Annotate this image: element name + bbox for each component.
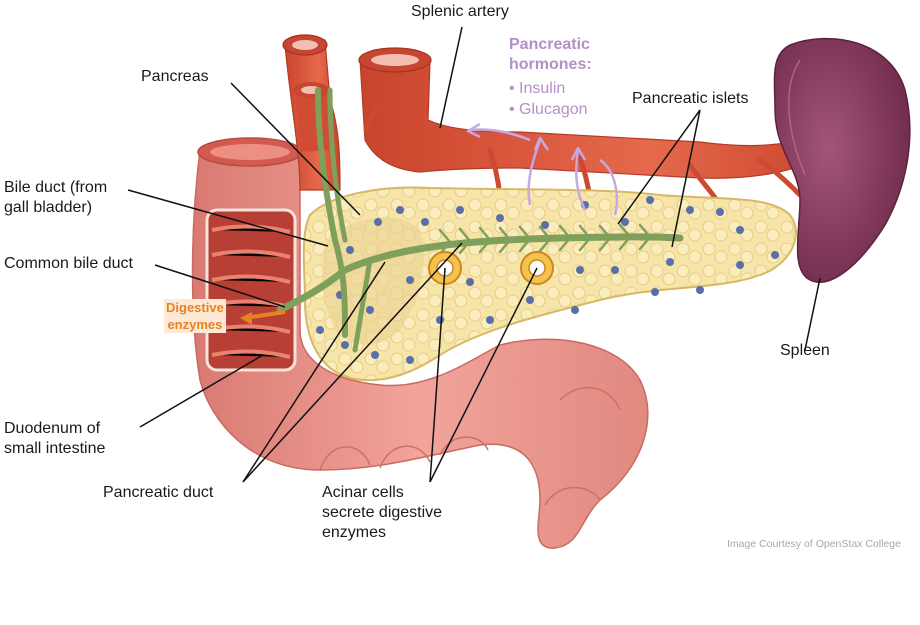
hormone-glucagon: • Glucagon [509, 101, 588, 118]
image-credit: Image Courtesy of OpenStax College [727, 538, 901, 550]
hormone-arrows [466, 122, 619, 216]
hormone-insulin: • Insulin [509, 80, 566, 97]
hormones-title: Pancreatic hormones: [509, 36, 592, 73]
duodenum-cutaway [205, 208, 297, 372]
leader-lines [127, 26, 821, 483]
bile-duct-label: Bile duct (from gall bladder) [4, 179, 108, 216]
common-bile-duct-label: Common bile duct [4, 255, 133, 272]
duodenum-label: Duodenum of small intestine [4, 420, 106, 457]
pancreatic-duct-label: Pancreatic duct [103, 484, 214, 501]
spleen-label: Spleen [780, 342, 830, 359]
ducts [276, 87, 684, 353]
duodenum [191, 137, 649, 549]
digestive-enzymes-label: Digestive enzymes [164, 299, 226, 333]
acinar-cells-label: Acinar cells secrete digestive enzymes [322, 484, 443, 541]
splenic-artery-label: Splenic artery [411, 3, 509, 20]
spleen [773, 37, 911, 283]
pancreas-label: Pancreas [141, 68, 209, 85]
pancreatic-islets-label: Pancreatic islets [632, 90, 749, 107]
pancreatic-islets [316, 196, 779, 364]
